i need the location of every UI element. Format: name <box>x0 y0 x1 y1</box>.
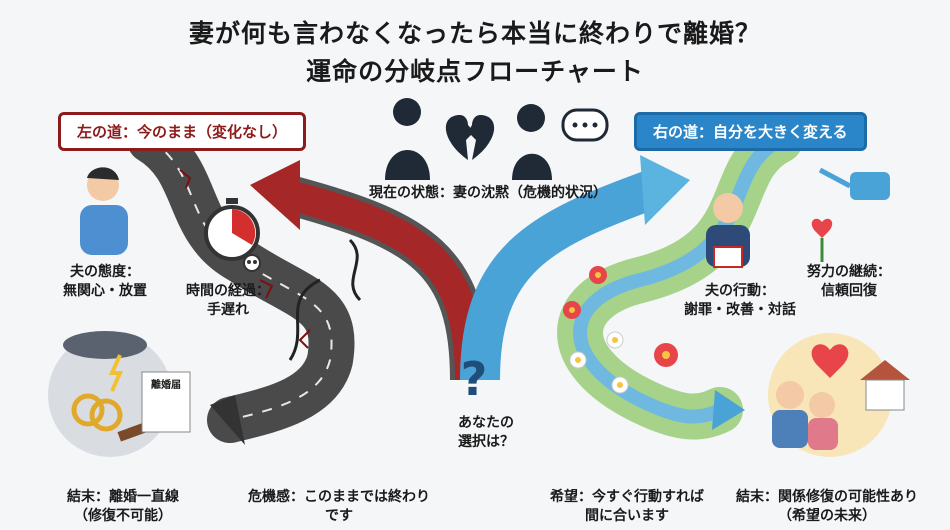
stopwatch-icon <box>204 198 260 261</box>
current-state-label: 現在の状態：妻の沈黙（危機的状況） <box>369 185 607 201</box>
danger-label: 危機感：このままでは終わり です <box>237 488 441 526</box>
time-passing-value: 手遅れ <box>207 302 249 318</box>
wedding-rings-icon <box>71 393 105 427</box>
divorce-form-icon <box>141 371 191 433</box>
husband-attitude-label: 夫の態度： 無関心・放置 <box>62 263 148 301</box>
husband-attitude-title: 夫の態度： <box>70 264 140 280</box>
indifferent-husband-icon <box>80 167 128 255</box>
hope-line-2: 間に合います <box>585 508 669 524</box>
couple-silhouette-icon <box>385 98 552 180</box>
title-line-1: 妻が何も言わなくなったら本当に終わりで離婚？ <box>188 19 761 48</box>
husband-attitude-value: 無関心・放置 <box>63 283 147 299</box>
continued-effort-label: 努力の継続： 信頼回復 <box>794 263 904 301</box>
time-passing-title: 時間の経過： <box>186 283 270 299</box>
continued-effort-title: 努力の継続： <box>807 264 891 280</box>
time-passing-label: 時間の経過： 手遅れ <box>180 282 276 320</box>
skull-icon <box>243 254 261 272</box>
title-line-2: 運命の分岐点フローチャート <box>306 57 644 86</box>
watering-can-icon <box>818 167 890 200</box>
broken-heart-icon <box>445 115 495 160</box>
speech-bubble-icon <box>561 108 609 142</box>
left-path-heading: 左の道：今のまま（変化なし） <box>58 112 307 151</box>
left-outcome-line-2: （修復不可能） <box>74 508 172 524</box>
left-outcome-line-1: 結末：離婚一直線 <box>67 489 179 505</box>
heart-plant-icon <box>811 218 833 262</box>
house-icon <box>860 360 910 380</box>
question-label: あなたの 選択は？ <box>445 414 527 452</box>
danger-line-1: 危機感：このままでは終わり <box>248 489 430 505</box>
divorce-scene <box>48 331 191 457</box>
divorce-form-text: 離婚届 <box>151 380 181 391</box>
gift-icon <box>713 246 743 268</box>
happy-couple-scene <box>768 333 910 457</box>
right-arrow-head <box>640 155 690 225</box>
husband-action-title: 夫の行動： <box>705 283 775 299</box>
right-road-arrowhead <box>712 390 745 430</box>
left-arrow-head <box>250 160 300 230</box>
question-line-1: あなたの <box>458 415 514 431</box>
continued-effort-value: 信頼回復 <box>821 283 877 299</box>
hope-line-1: 希望：今すぐ行動すれば <box>550 489 704 505</box>
right-path-heading: 右の道：自分を大きく変える <box>634 112 867 151</box>
danger-line-2: です <box>325 508 353 524</box>
right-outcome-line-1: 結末：関係修復の可能性あり <box>736 489 918 505</box>
left-outcome-label: 結末：離婚一直線 （修復不可能） <box>58 488 188 526</box>
left-road-dashes <box>149 139 333 421</box>
right-arrow-road <box>460 171 657 381</box>
right-outcome-line-2: （希望の未来） <box>778 508 876 524</box>
hope-label: 希望：今すぐ行動すれば 間に合います <box>532 488 722 526</box>
question-line-2: 選択は？ <box>458 434 514 450</box>
husband-action-label: 夫の行動： 謝罪・改善・対話 <box>670 282 810 320</box>
mended-heart-icon <box>811 344 849 378</box>
husband-action-value: 謝罪・改善・対話 <box>684 302 796 318</box>
left-road-arrowhead <box>210 395 245 445</box>
road-cracks <box>179 169 311 349</box>
flowers <box>563 266 678 394</box>
question-mark-icon: ? <box>461 352 488 406</box>
right-outcome-label: 結末：関係修復の可能性あり （希望の未来） <box>722 488 932 526</box>
thorns-icon <box>288 238 362 361</box>
apologizing-husband-icon <box>706 193 750 268</box>
